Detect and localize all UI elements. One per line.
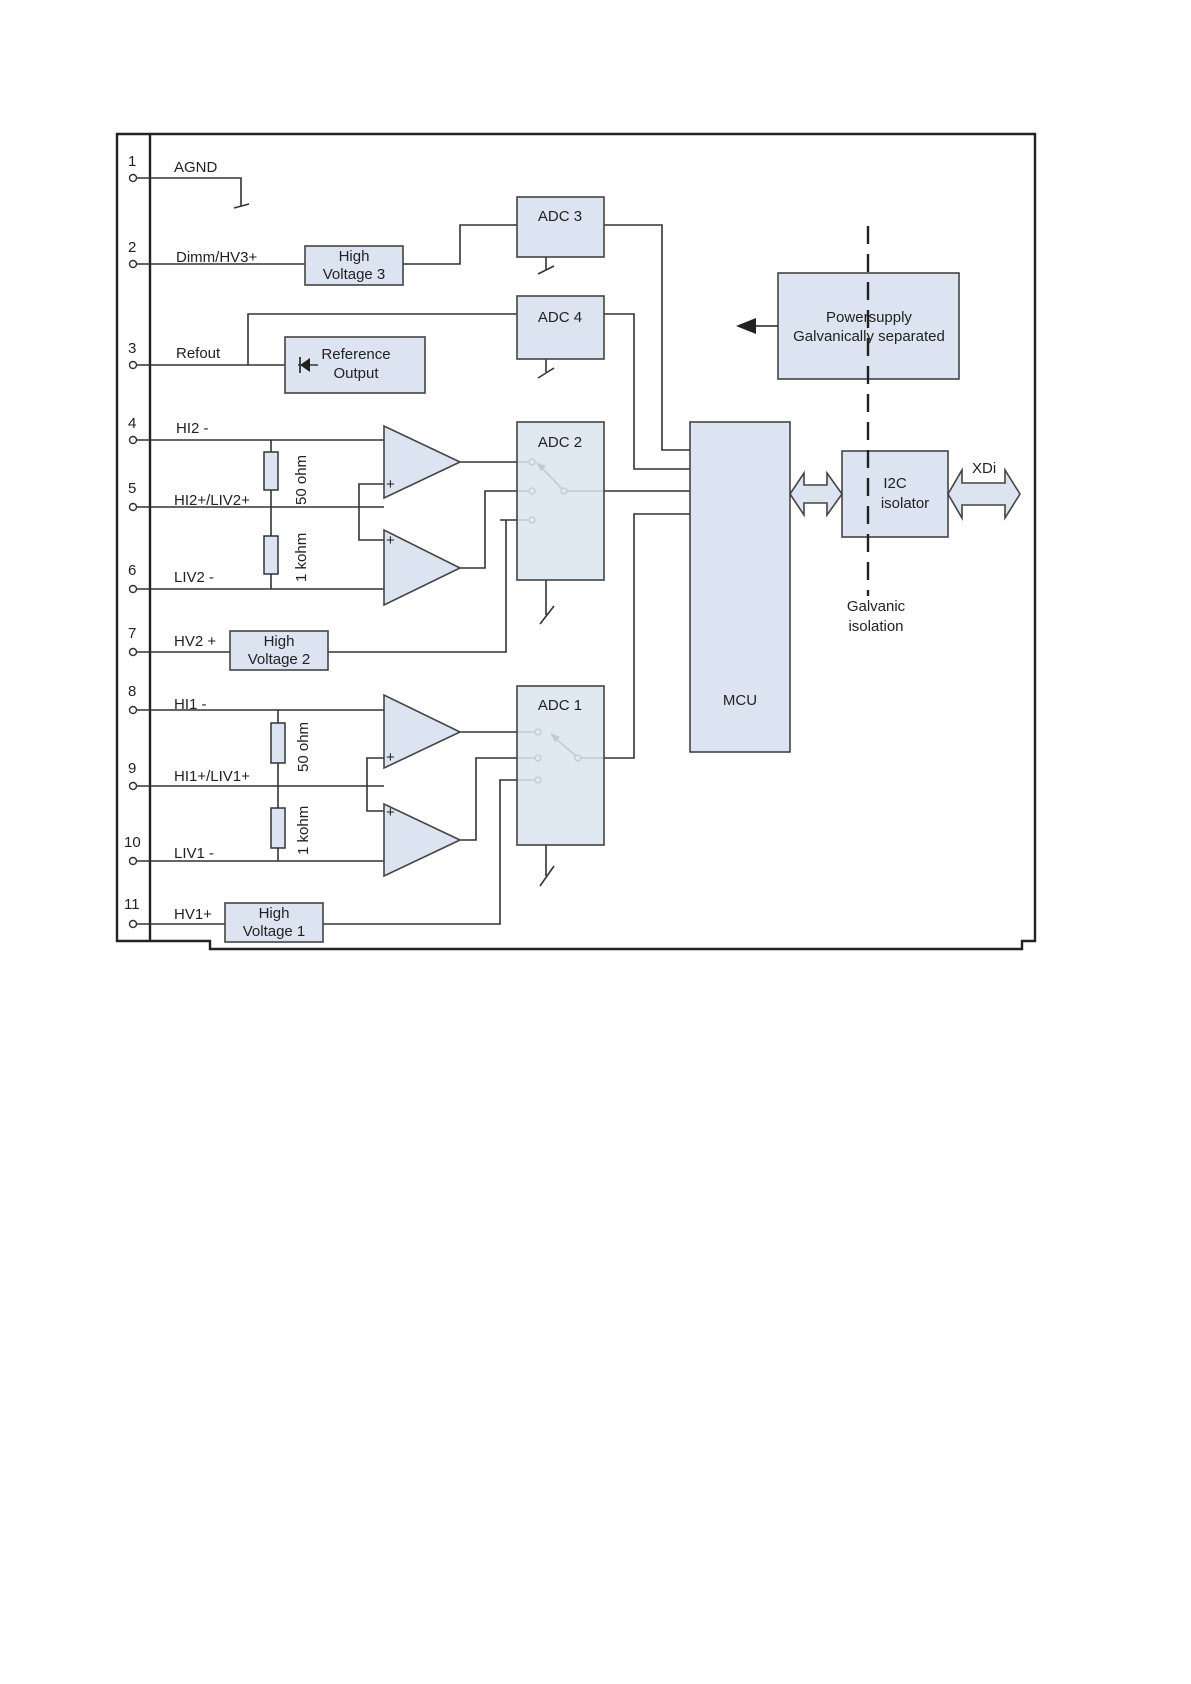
pin-number: 5 [128,480,136,497]
opamp-plus-sign: + [386,476,395,493]
galvanic-isolation-label: Galvanic [847,598,906,615]
pin-label-hv1-plus: HV1+ [174,906,212,923]
resistors: 50 ohm 1 kohm 50 ohm 1 kohm [263,451,312,855]
i2c-isolator-block: I2C isolator [841,450,949,538]
resistor-label: 1 kohm [295,806,312,855]
pin-number: 4 [128,415,136,432]
pin-label-dimm-hv3: Dimm/HV3+ [176,249,258,266]
adc4-block: ADC 4 [516,295,605,360]
svg-text:Voltage 2: Voltage 2 [248,651,311,668]
pin-numbers: 1 2 3 4 5 6 7 8 9 10 11 [124,153,141,913]
svg-text:Voltage 3: Voltage 3 [323,266,386,283]
adc3-block: ADC 3 [516,196,605,258]
opamp-plus-sign: + [386,749,395,766]
hv3-block: High Voltage 3 [304,245,404,286]
pin-number: 11 [124,896,140,913]
resistor-label: 1 kohm [293,533,310,582]
arrow-left-icon [736,318,778,334]
pin-label-refout: Refout [176,345,221,362]
resistor-label: 50 ohm [293,455,310,505]
pin-number: 1 [128,153,136,170]
bus-arrow-icon [947,467,1021,521]
pin-label-liv2-minus: LIV2 - [174,569,214,586]
svg-text:I2C: I2C [883,475,907,492]
pin-labels: AGND Dimm/HV3+ Refout HI2 - HI2+/LIV2+ L… [174,159,258,923]
pin-number: 3 [128,340,136,357]
svg-text:isolator: isolator [881,495,929,512]
svg-text:High: High [259,905,290,922]
svg-text:Output: Output [333,365,379,382]
opamp-plus-sign: + [386,804,395,821]
pin-number: 8 [128,683,136,700]
resistor-label: 50 ohm [295,722,312,772]
pin-number: 2 [128,239,136,256]
pin-label-hi2-liv2-plus: HI2+/LIV2+ [174,492,250,509]
svg-text:ADC 2: ADC 2 [538,434,582,451]
pin-number: 10 [124,834,141,851]
svg-text:ADC 4: ADC 4 [538,309,582,326]
xdi-label: XDi [972,460,996,477]
module-frame [115,132,1037,951]
pin-number: 7 [128,625,136,642]
pin-label-hi1-liv1-plus: HI1+/LIV1+ [174,768,250,785]
galvanic-isolation-label: isolation [848,618,903,635]
pin-label-liv1-minus: LIV1 - [174,845,214,862]
svg-text:Galvanically separated: Galvanically separated [793,328,945,345]
bus-arrow-icon [789,470,843,518]
svg-text:High: High [264,633,295,650]
pin-number: 6 [128,562,136,579]
svg-text:ADC 3: ADC 3 [538,208,582,225]
adc2-block: ADC 2 [516,421,605,581]
pin-number: 9 [128,760,136,777]
op-amps: + + + + [383,424,462,878]
svg-text:Powersupply: Powersupply [826,309,912,326]
opamp-plus-sign: + [386,532,395,549]
wiring [137,177,690,925]
pin-label-hi1-minus: HI1 - [174,696,207,713]
svg-text:Reference: Reference [321,346,390,363]
pin-label-hv2-plus: HV2 + [174,633,216,650]
pin-label-hi2-minus: HI2 - [176,420,209,437]
hv2-block: High Voltage 2 [229,630,329,671]
reference-output-block: Reference Output [284,336,426,394]
svg-text:High: High [339,248,370,265]
pin-label-agnd: AGND [174,159,218,176]
svg-text:ADC 1: ADC 1 [538,697,582,714]
diode-icon [298,357,318,373]
adc1-block: ADC 1 [516,685,605,846]
terminal-circles [128,173,138,929]
svg-text:MCU: MCU [723,692,757,709]
svg-text:Voltage 1: Voltage 1 [243,923,306,940]
hv1-block: High Voltage 1 [224,902,324,943]
mcu-block: MCU [689,421,791,753]
